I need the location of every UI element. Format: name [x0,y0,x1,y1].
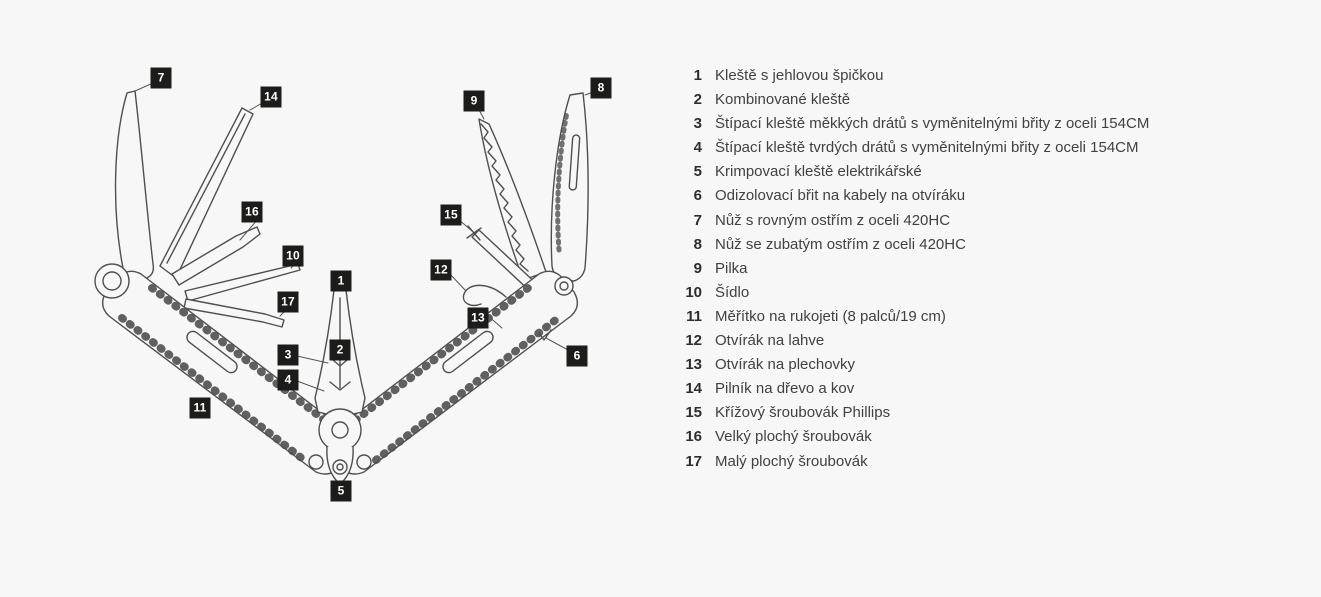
legend-number: 4 [693,139,702,157]
legend-number: 8 [693,235,702,253]
lanyard-ring [94,263,130,299]
legend-row: 8 Nůž se zubatým ostřím z oceli 420HC [676,236,1316,260]
legend-label: Křížový šroubovák Phillips [715,404,891,422]
legend-number: 10 [685,283,702,301]
legend: 1 Kleště s jehlovou špičkou 2 Kombinované … [676,67,1316,477]
callout-1: 1 [330,270,352,292]
left-handle [101,270,354,475]
legend-number: 7 [693,211,702,229]
legend-row: 15 Křížový šroubovák Phillips [676,404,1316,428]
legend-label: Pilka [715,259,748,277]
legend-label: Malý plochý šroubovák [715,452,868,470]
legend-label: Štípací kleště měkkých drátů s vyměnitel… [715,115,1150,133]
legend-row: 17 Malý plochý šroubovák [676,453,1316,477]
legend-row: 11 Měřítko na rukojeti (8 palců/19 cm) [676,308,1316,332]
legend-number: 1 [693,67,702,84]
wire-stripper-notch [538,329,552,341]
legend-label: Kleště s jehlovou špičkou [715,67,884,84]
legend-label: Nůž se zubatým ostřím z oceli 420HC [715,235,966,253]
saw-blade [478,118,547,281]
legend-number: 15 [685,404,702,422]
legend-number: 14 [685,380,702,398]
callout-4: 4 [277,369,299,391]
legend-row: 3 Štípací kleště měkkých drátů s vyměnite… [676,115,1316,139]
ruler-ticks [344,284,532,430]
ruler-ticks [148,284,336,430]
legend-label: Velký plochý šroubovák [715,428,872,446]
legend-row: 9 Pilka [676,260,1316,284]
legend-row: 4 Štípací kleště tvrdých drátů s vyměnite… [676,139,1316,163]
legend-label: Štípací kleště tvrdých drátů s vyměnitel… [715,139,1139,157]
legend-label: Pilník na dřevo a kov [715,380,855,398]
legend-row: 14 Pilník na dřevo a kov [676,380,1316,404]
bottle-opener-hook [462,284,507,307]
knife-plain-blade [114,90,155,281]
callout-13: 13 [467,307,489,329]
legend-number: 12 [685,332,702,350]
ruler-ticks [372,314,562,464]
legend-label: Krimpovací kleště elektrikářské [715,163,922,181]
legend-row: 12 Otvírák na lahve [676,332,1316,356]
legend-label: Otvírák na plechovky [715,356,856,374]
legend-number: 17 [685,452,702,470]
file-blade [159,107,254,279]
legend-number: 6 [693,187,702,205]
crimper [326,446,354,485]
legend-row: 2 Kombinované kleště [676,91,1316,115]
legend-label: Měřítko na rukojeti (8 palců/19 cm) [715,307,946,325]
legend-label: Nůž s rovným ostřím z oceli 420HC [715,211,951,229]
callout-10: 10 [282,245,304,267]
legend-row: 10 Šídlo [676,284,1316,308]
legend-row: 16 Velký plochý šroubovák [676,428,1316,452]
saw-teeth [480,123,529,272]
callout-2: 2 [329,339,351,361]
legend-row: 7 Nůž s rovným ostřím z oceli 420HC [676,212,1316,236]
callout-12: 12 [430,259,452,281]
callout-17: 17 [277,291,299,313]
legend-row: 5 Krimpovací kleště elektrikářské [676,163,1316,187]
right-handle [326,270,579,475]
legend-number: 9 [693,259,702,277]
legend-label: Šídlo [715,283,750,301]
legend-label: Odizolovací břit na kabely na otvíráku [715,187,966,205]
awl-spike [184,263,301,302]
callout-7: 7 [150,67,172,89]
callout-11: 11 [189,397,211,419]
large-flat-screwdriver [171,226,261,286]
pliers-pivot [318,408,362,452]
callout-16: 16 [241,201,263,223]
multitool-diagram [94,82,594,485]
legend-row: 1 Kleště s jehlovou špičkou [676,67,1316,91]
callout-5: 5 [330,480,352,502]
callout-14: 14 [260,86,282,108]
legend-row: 6 Odizolovací břit na kabely na otvíráku [676,187,1316,211]
callout-8: 8 [590,77,612,99]
legend-row: 13 Otvírák na plechovky [676,356,1316,380]
callout-3: 3 [277,344,299,366]
callout-9: 9 [463,90,485,112]
legend-number: 2 [693,91,702,109]
legend-number: 16 [685,428,702,446]
legend-label: Kombinované kleště [715,91,851,109]
legend-number: 3 [693,115,702,133]
ruler-ticks [118,314,308,464]
legend-number: 11 [686,307,702,325]
callout-15: 15 [440,204,462,226]
callout-6: 6 [566,345,588,367]
legend-number: 5 [693,163,702,181]
legend-number: 13 [685,356,702,374]
legend-label: Otvírák na lahve [715,332,825,350]
